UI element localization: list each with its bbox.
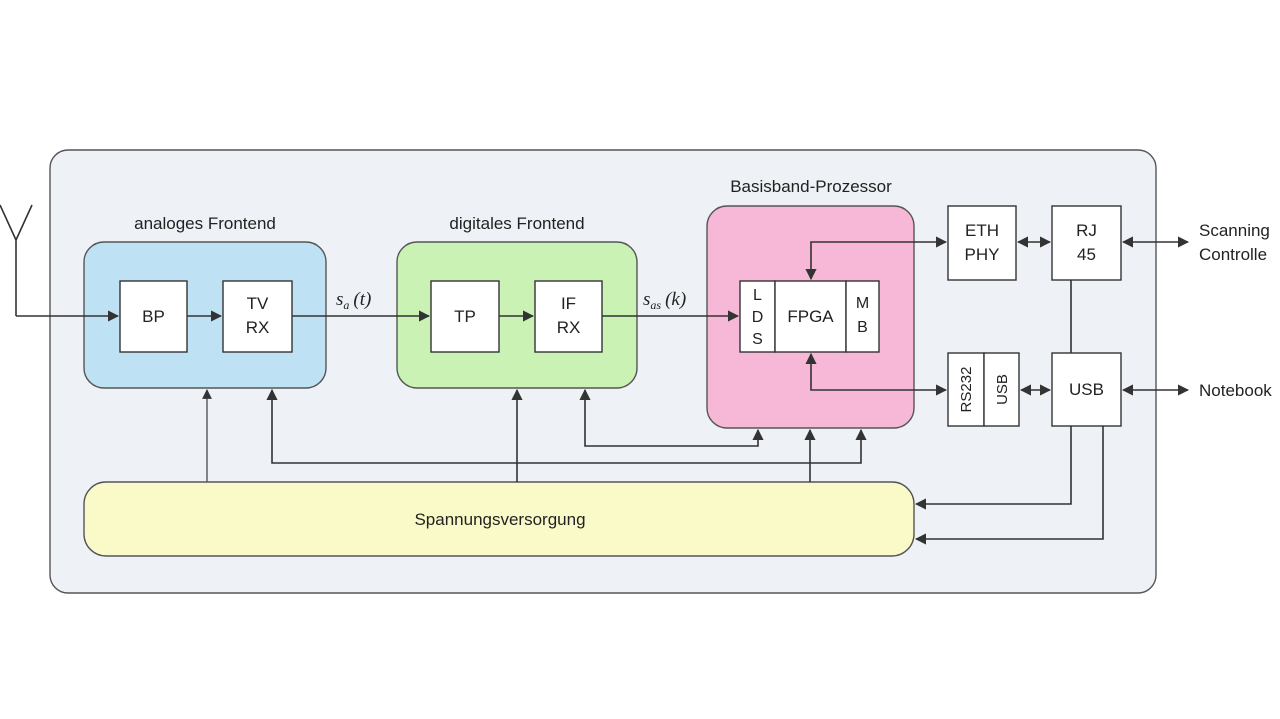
if-rx-label-line1: IF [561,294,576,313]
eth-phy-block [947,205,1017,281]
supply-label: Spannungsversorgung [414,510,585,529]
tv-rx-label-line1: TV [247,294,269,313]
usb-power-line [914,426,1104,545]
antenna-icon [0,204,33,316]
signal-sa-label: sa (t) [336,289,371,312]
analog-frontend-title: analoges Frontend [134,214,276,233]
bp-block [119,280,188,353]
signal-sas-label: sas (k) [643,289,686,312]
signal-sa-arg: (t) [353,289,371,310]
control-bus-line [266,388,867,464]
if-rx-block [534,280,603,353]
tv-rx-block [222,280,293,353]
rj45-power-line [914,426,1072,510]
lds-label-d: D [752,309,764,326]
rj45-label-line2: 45 [1077,245,1096,264]
scanning-controller-label-line2: Controlle [1199,245,1267,264]
rj45-label-line1: RJ [1076,221,1097,240]
eth-phy-label-line1: ETH [965,221,999,240]
signal-sas-arg: (k) [665,289,686,310]
tp-label: TP [454,307,476,326]
mb-block [845,280,880,353]
mb-label-b: B [857,319,868,336]
rs232-block [947,352,985,427]
fpga-label: FPGA [787,307,834,326]
tp-block [430,280,500,353]
lds-label-s: S [752,331,763,348]
rj45-block [1051,205,1122,281]
usb-port-label: USB [1069,380,1104,399]
baseband-processor-title: Basisband-Prozessor [730,177,892,196]
usb-port-block [1051,352,1122,427]
tv-rx-label-line2: RX [246,318,270,337]
signal-sa-base: s [336,289,343,310]
signal-sa-sub: a [343,298,349,312]
usb-small-label: USB [994,374,1011,405]
signal-sas-sub: as [650,298,661,312]
eth-phy-label-line2: PHY [965,245,1000,264]
bp-label: BP [142,307,165,326]
usb-small-block [983,352,1020,427]
ifrx-control-line [579,388,764,447]
mb-label-m: M [856,295,869,312]
notebook-label: Notebook [1199,381,1272,400]
if-rx-label-line2: RX [557,318,581,337]
digital-frontend-title: digitales Frontend [449,214,584,233]
rs232-label: RS232 [958,367,975,413]
signal-sas-base: s [643,289,650,310]
lds-label-l: L [753,287,762,304]
power-supply-block [83,481,915,557]
fpga-eth-line [805,236,948,281]
lds-block [739,280,776,353]
scanning-controller-label-line1: Scanning [1199,221,1270,240]
